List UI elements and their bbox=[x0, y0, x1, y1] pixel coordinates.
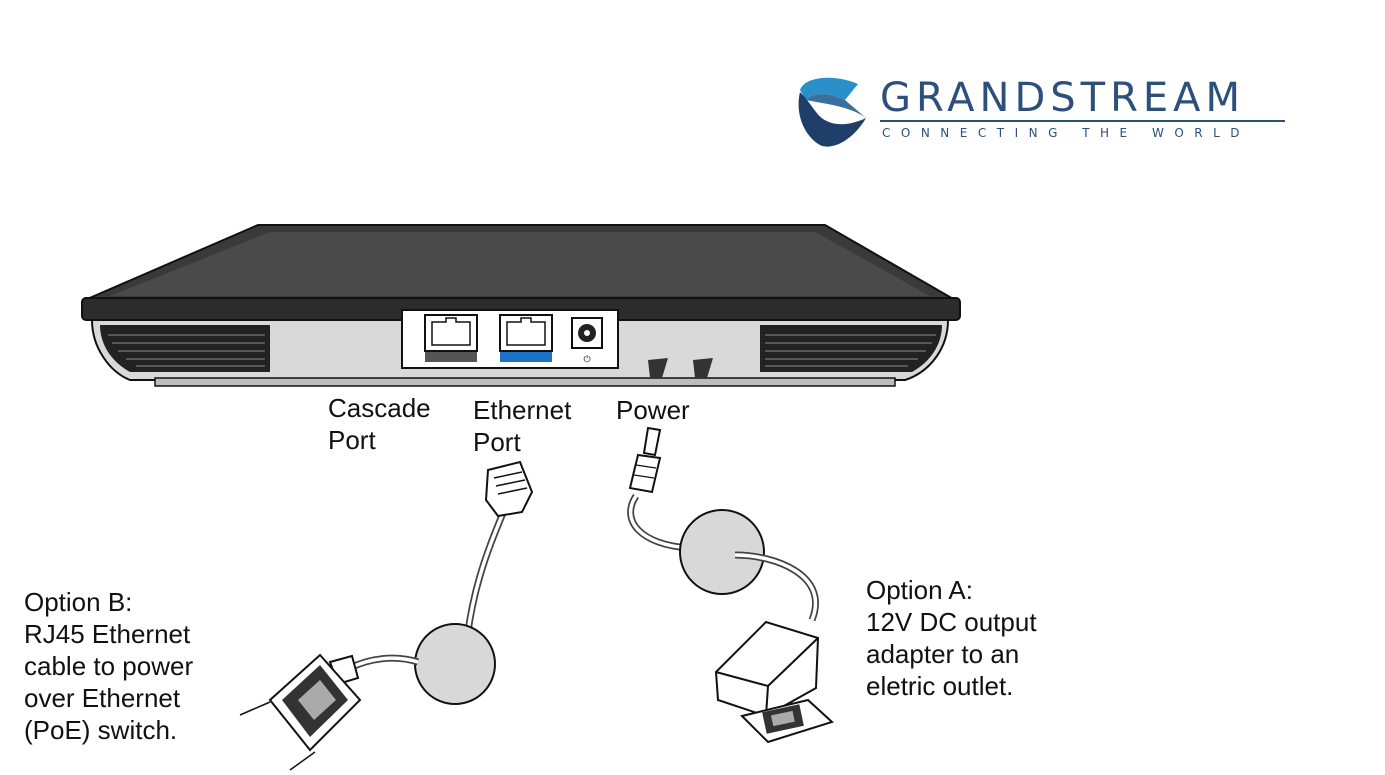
cascade-port-label: Cascade Port bbox=[328, 393, 431, 455]
logo-wordmark: GRANDSTREAM bbox=[880, 75, 1246, 121]
power-cable bbox=[627, 426, 834, 744]
grandstream-logo-mark bbox=[798, 77, 866, 147]
option-a-text: Option A: 12V DC output adapter to an el… bbox=[866, 575, 1037, 701]
logo-divider bbox=[880, 120, 1285, 122]
ethernet-cable bbox=[239, 460, 534, 771]
power-port-label: Power bbox=[616, 395, 690, 425]
conference-phone-device: ⏻ bbox=[81, 224, 961, 387]
svg-text:⏻: ⏻ bbox=[583, 354, 590, 365]
ethernet-port-label: Ethernet Port bbox=[473, 395, 572, 457]
logo-tagline: CONNECTING THE WORLD bbox=[882, 126, 1251, 140]
option-b-text: Option B: RJ45 Ethernet cable to power o… bbox=[24, 587, 194, 745]
